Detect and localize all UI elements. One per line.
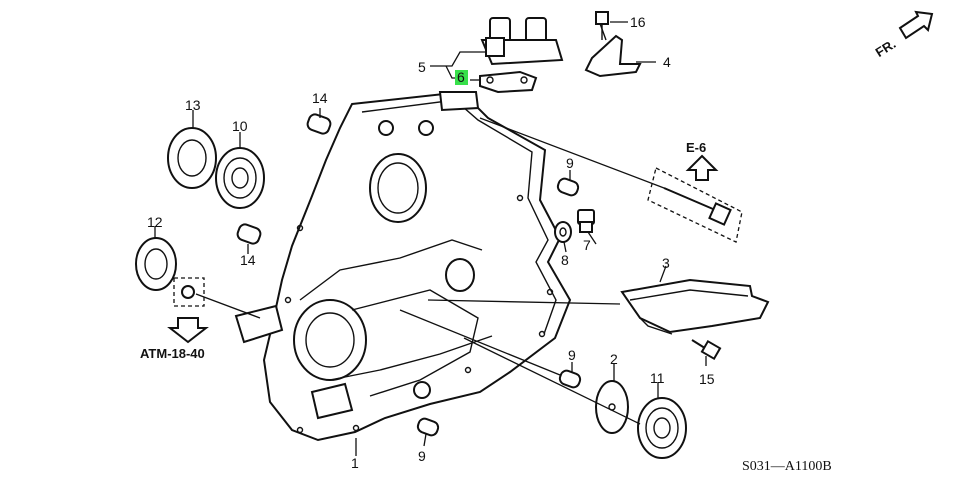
callout-2: 2 [610, 351, 618, 367]
solenoid-valve-assembly [480, 17, 564, 66]
callout-14b: 14 [240, 252, 256, 268]
dowel-pin-9b [399, 309, 582, 389]
callout-1: 1 [351, 455, 359, 471]
front-direction-arrow-icon [898, 10, 934, 40]
plug-bolt-7 [577, 209, 595, 233]
filter-in-dashed-box [173, 277, 261, 319]
dowel-pin-14b [236, 223, 262, 245]
oil-seal-12 [135, 237, 177, 291]
highlight-marker [455, 70, 468, 85]
reference-atm-18-40: ATM-18-40 [140, 346, 205, 361]
callout-13: 13 [185, 97, 201, 113]
callout-6: 6 [457, 69, 465, 85]
dowel-pin-14a [306, 113, 332, 135]
down-arrow-icon [167, 317, 209, 344]
callout-9c: 9 [418, 448, 426, 464]
leader-lines [154, 21, 707, 456]
callout-9b: 9 [568, 347, 576, 363]
oil-seal-13 [167, 127, 217, 189]
callout-4: 4 [663, 54, 671, 70]
dowel-pin-9c [416, 417, 440, 437]
gasket [479, 70, 538, 94]
baffle-plate [427, 278, 770, 335]
callout-16: 16 [630, 14, 646, 30]
callout-12: 12 [147, 214, 163, 230]
callout-11: 11 [650, 370, 665, 386]
callout-9a: 9 [566, 155, 574, 171]
callout-14a: 14 [312, 90, 328, 106]
bearing-10 [215, 147, 265, 209]
transmission-housing [234, 90, 572, 442]
callout-10: 10 [232, 118, 248, 134]
up-arrow-icon [685, 154, 719, 181]
front-direction-label: FR. [873, 36, 899, 60]
bolt-15 [691, 339, 722, 361]
callout-3: 3 [662, 255, 670, 271]
reference-e6: E-6 [686, 140, 706, 155]
callout-8: 8 [561, 252, 569, 268]
diagram-code: S031—A1100B [742, 459, 832, 474]
dowel-pin-9a [556, 177, 580, 197]
callout-7: 7 [583, 237, 591, 253]
bearing-11 [463, 337, 687, 459]
long-bolt [479, 117, 743, 243]
callout-15: 15 [699, 371, 715, 387]
callout-5: 5 [418, 59, 426, 75]
washer-8 [554, 221, 572, 243]
washer-2 [595, 380, 629, 434]
bolt-16 [595, 11, 609, 40]
